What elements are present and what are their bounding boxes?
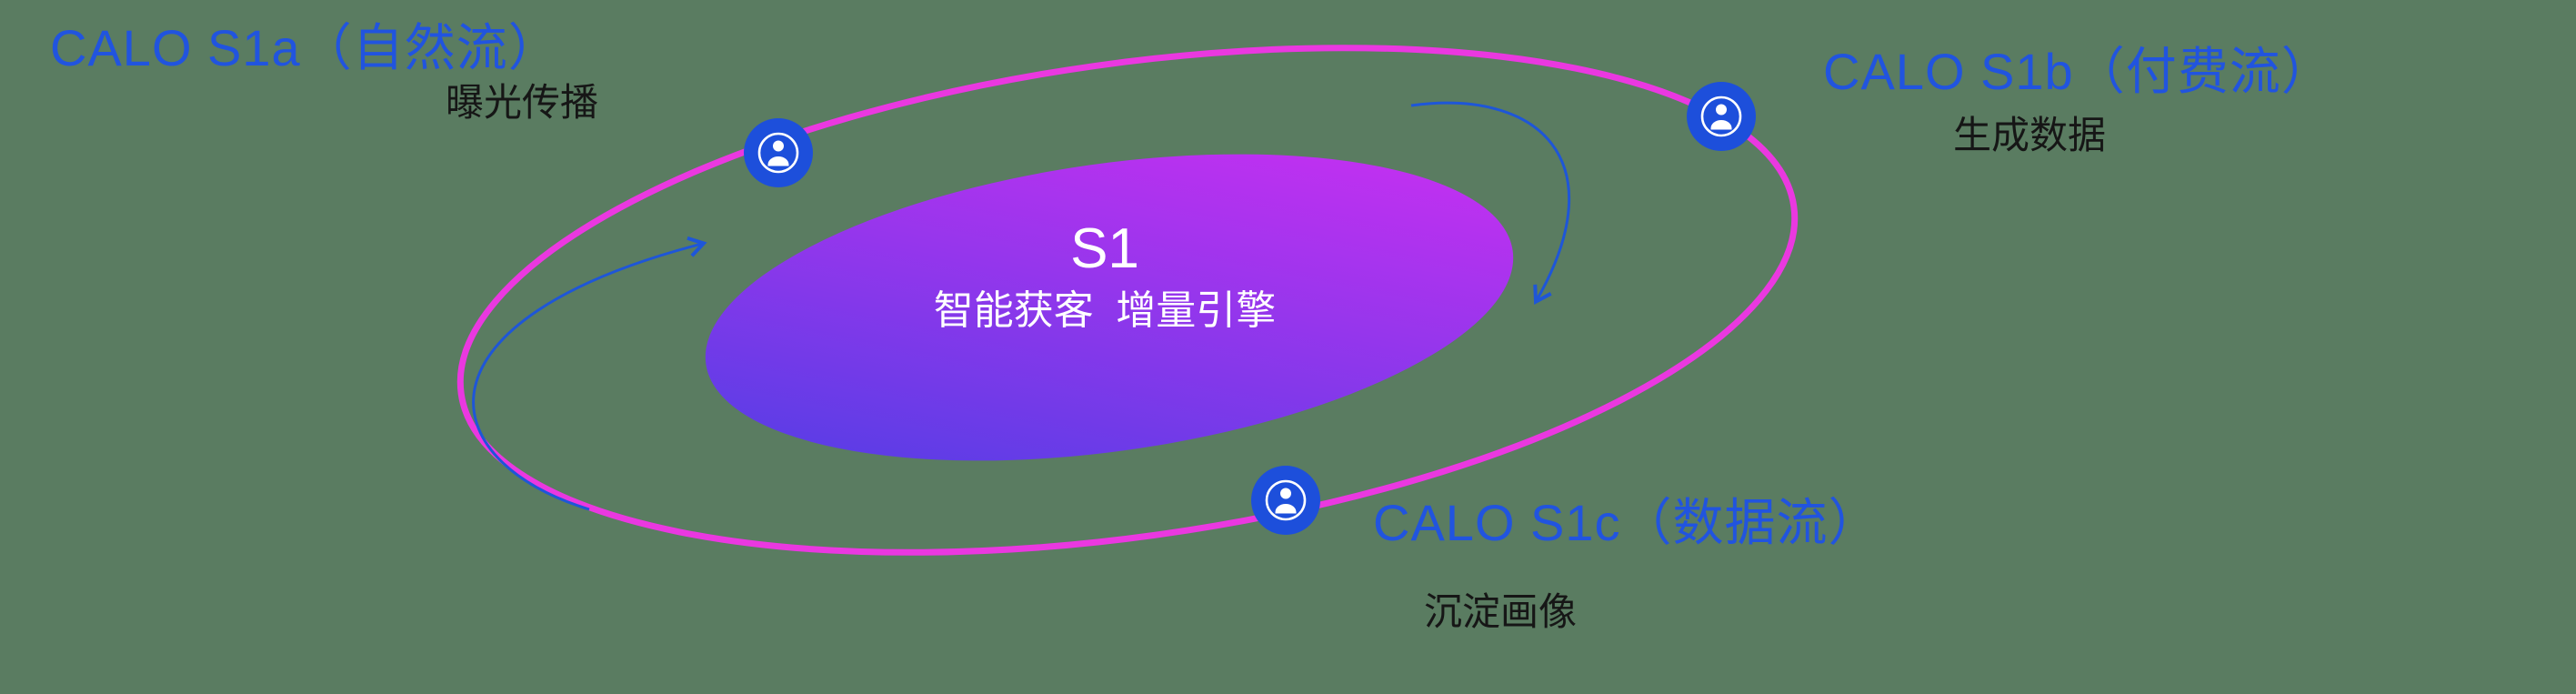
core-title: S1: [1070, 217, 1139, 280]
user-icon: [1249, 464, 1322, 537]
label-calo-s1a-subtitle: 曝光传播: [446, 81, 599, 124]
user-icon: [1685, 80, 1758, 153]
core-subtitle: 智能获客 增量引擎: [933, 288, 1277, 333]
label-calo-s1c-subtitle: 沉淀画像: [1424, 590, 1578, 633]
label-calo-s1b-subtitle: 生成数据: [1953, 114, 2107, 156]
label-calo-s1b-title: CALO S1b（付费流）: [1823, 43, 2333, 100]
curved-arrow-top-right-icon: [1410, 101, 1571, 306]
label-calo-s1a-title: CALO S1a（自然流）: [50, 19, 560, 76]
curved-arrow-left-icon: [472, 236, 707, 511]
user-icon: [742, 116, 815, 189]
orbit-ring: [456, 45, 1799, 556]
core-ellipse: [705, 154, 1514, 461]
label-calo-s1c-title: CALO S1c（数据流）: [1373, 494, 1880, 551]
